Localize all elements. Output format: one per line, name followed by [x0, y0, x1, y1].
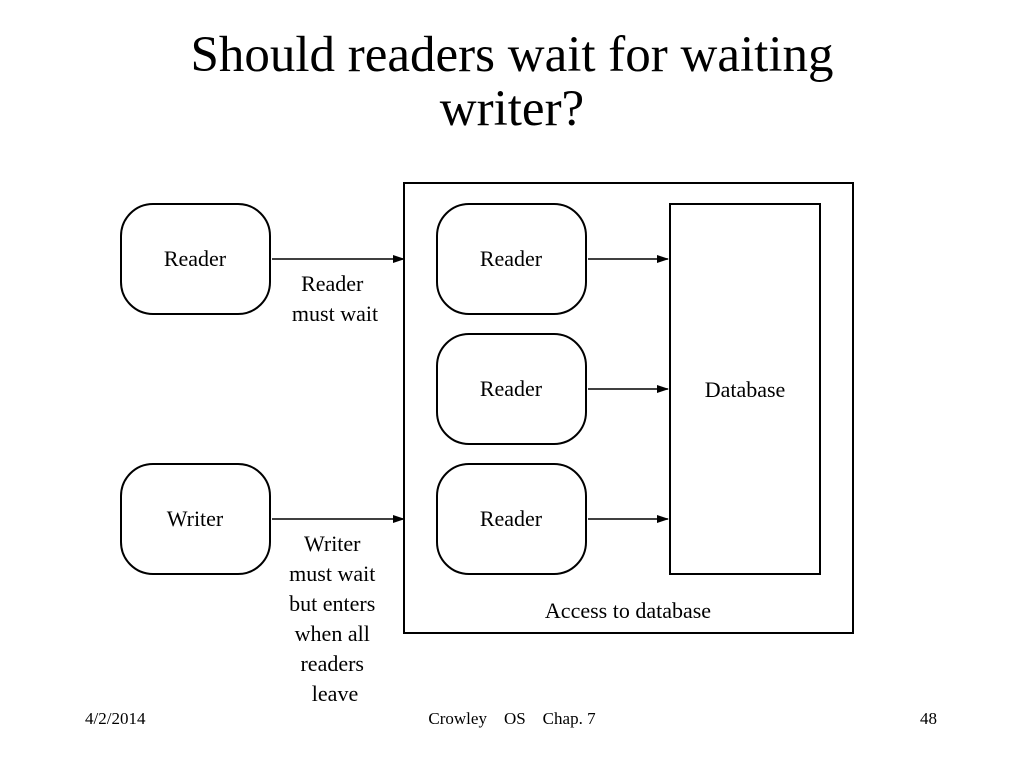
active-reader-label-1: Reader	[480, 246, 543, 271]
reader-wait-note-line: Reader	[301, 271, 364, 296]
reader-wait-note-line: must wait	[292, 301, 378, 326]
reader-wait-note: Reader must wait	[292, 271, 378, 326]
writer-wait-note-line: readers	[300, 651, 364, 676]
database-label: Database	[705, 377, 786, 402]
waiting-reader-node	[120, 203, 271, 315]
waiting-reader-label: Reader	[164, 246, 227, 271]
writer-wait-note-line: must wait	[289, 561, 375, 586]
active-reader-label-3: Reader	[480, 506, 543, 531]
writer-wait-note-line: but enters	[289, 591, 375, 616]
active-reader-node-1	[436, 203, 587, 315]
writer-wait-note: Writer must wait but enters when all rea…	[289, 531, 381, 706]
active-reader-label-2: Reader	[480, 376, 543, 401]
writer-wait-note-line: leave	[312, 681, 358, 706]
slide-title: Should readers wait for waiting writer?	[0, 28, 1024, 136]
waiting-writer-node	[120, 463, 271, 575]
title-line-2: writer?	[439, 81, 585, 137]
database-box	[669, 203, 821, 575]
footer-date: 4/2/2014	[85, 709, 146, 728]
title-line-1: Should readers wait for waiting	[190, 27, 834, 83]
active-reader-node-3	[436, 463, 587, 575]
access-region-box	[403, 182, 854, 634]
access-region-label: Access to database	[545, 598, 711, 623]
waiting-writer-label: Writer	[167, 506, 224, 531]
footer-course-info: Crowley OS Chap. 7	[428, 709, 596, 728]
active-reader-node-2	[436, 333, 587, 445]
writer-wait-note-line: when all	[295, 621, 370, 646]
footer-page-number: 48	[920, 709, 937, 728]
writer-wait-note-line: Writer	[304, 531, 361, 556]
